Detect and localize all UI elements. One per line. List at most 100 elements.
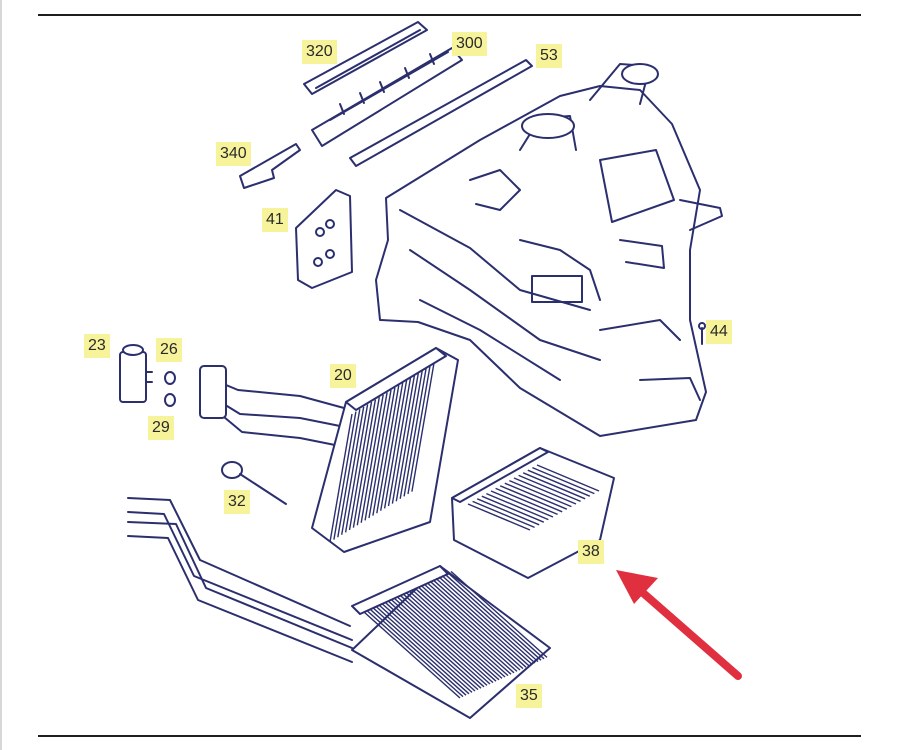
fin-line bbox=[378, 604, 476, 692]
part-320-filter bbox=[303, 21, 428, 95]
fin-line bbox=[396, 596, 494, 684]
fin-line bbox=[467, 503, 531, 531]
highlight-arrow bbox=[616, 570, 742, 680]
bottom-rule bbox=[38, 735, 861, 737]
fin-line bbox=[383, 380, 408, 509]
fin-line bbox=[450, 570, 548, 658]
fin-line bbox=[399, 370, 423, 499]
fin-line bbox=[441, 575, 539, 663]
fin-line bbox=[420, 584, 518, 672]
fin-line bbox=[426, 582, 524, 670]
fin-line bbox=[481, 495, 545, 523]
fin-line bbox=[352, 399, 377, 528]
fin-line bbox=[402, 593, 500, 681]
part-32-sensor bbox=[221, 461, 287, 505]
fin-line bbox=[476, 498, 540, 526]
callout-38: 38 bbox=[578, 540, 604, 564]
fin-line bbox=[341, 406, 365, 535]
callout-26: 26 bbox=[156, 338, 182, 362]
fin-line bbox=[408, 590, 506, 678]
fin-line bbox=[499, 485, 563, 513]
fin-line bbox=[513, 477, 577, 505]
fin-line bbox=[381, 603, 479, 691]
fin-line bbox=[384, 601, 482, 689]
part-29-oring bbox=[164, 393, 176, 407]
fin-line bbox=[429, 580, 527, 668]
fin-line bbox=[337, 409, 361, 538]
callout-300: 300 bbox=[452, 32, 487, 56]
callout-35: 35 bbox=[516, 684, 542, 708]
fin-line bbox=[417, 586, 515, 674]
fin-line bbox=[490, 490, 554, 518]
part-26-oring bbox=[164, 371, 176, 385]
fin-line bbox=[395, 373, 419, 502]
fin-line bbox=[495, 487, 558, 516]
fin-line bbox=[393, 597, 491, 685]
callout-53: 53 bbox=[536, 44, 562, 68]
fin-line bbox=[348, 401, 373, 531]
fin-line bbox=[376, 385, 400, 514]
callout-340: 340 bbox=[216, 142, 251, 166]
callout-23: 23 bbox=[84, 334, 110, 358]
fin-line bbox=[387, 600, 485, 688]
callout-20: 20 bbox=[330, 364, 356, 388]
part-340-bracket bbox=[239, 143, 301, 189]
fin-line bbox=[405, 591, 503, 679]
part-23-valve bbox=[119, 344, 153, 403]
fin-line bbox=[368, 389, 392, 519]
heater-housing bbox=[375, 63, 723, 437]
frame-edge bbox=[0, 0, 2, 750]
fin-line bbox=[414, 587, 512, 675]
fin-line bbox=[527, 469, 591, 497]
fin-line bbox=[438, 576, 536, 664]
part-300-frame bbox=[311, 47, 463, 147]
fin-line bbox=[366, 610, 464, 698]
fin-line bbox=[411, 363, 435, 492]
callout-41: 41 bbox=[262, 208, 288, 232]
fin-line bbox=[486, 492, 549, 521]
fin-line bbox=[329, 413, 353, 543]
fin-line bbox=[522, 472, 586, 500]
fin-line bbox=[435, 577, 533, 665]
fin-line bbox=[356, 397, 380, 526]
heater-unit-fins bbox=[467, 464, 600, 531]
part-53-seal bbox=[349, 59, 533, 167]
evaporator-fins bbox=[329, 363, 435, 543]
fin-line bbox=[369, 608, 467, 696]
fin-line bbox=[432, 579, 530, 667]
fin-line bbox=[403, 368, 427, 497]
top-rule bbox=[38, 14, 861, 16]
fin-line bbox=[390, 598, 488, 686]
fin-line bbox=[360, 394, 384, 523]
fin-line bbox=[380, 382, 404, 511]
fin-line bbox=[472, 500, 535, 529]
fin-line bbox=[363, 611, 461, 699]
fin-line bbox=[536, 464, 600, 492]
fin-line bbox=[375, 605, 473, 693]
fin-line bbox=[509, 479, 572, 508]
part-44-screw bbox=[698, 322, 706, 345]
fin-line bbox=[444, 573, 542, 661]
fin-line bbox=[399, 594, 497, 682]
fin-line bbox=[518, 474, 581, 503]
part-41-gasket bbox=[295, 189, 353, 289]
fin-line bbox=[504, 482, 568, 510]
fin-line bbox=[333, 411, 357, 540]
fin-line bbox=[447, 572, 545, 660]
fin-line bbox=[532, 466, 595, 495]
fin-line bbox=[372, 607, 470, 695]
fin-line bbox=[344, 404, 369, 533]
callout-320: 320 bbox=[302, 40, 337, 64]
heat-exchanger-fins bbox=[363, 570, 548, 699]
fin-line bbox=[372, 387, 396, 516]
fin-line bbox=[411, 589, 509, 677]
callout-29: 29 bbox=[148, 416, 174, 440]
fin-line bbox=[364, 392, 388, 521]
callout-32: 32 bbox=[224, 490, 250, 514]
callout-44: 44 bbox=[706, 320, 732, 344]
fin-line bbox=[423, 583, 521, 671]
fin-line bbox=[407, 365, 431, 495]
fin-line bbox=[387, 377, 412, 507]
